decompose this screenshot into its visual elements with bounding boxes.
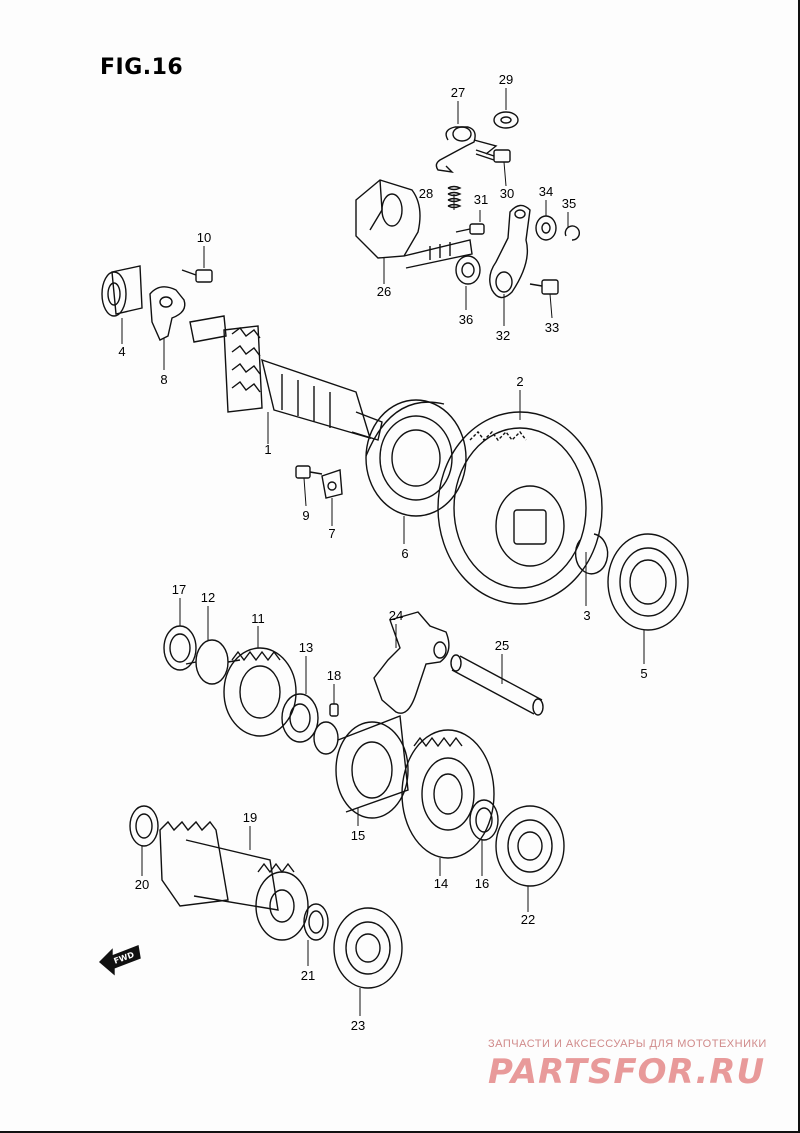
callout-13: 13 — [299, 640, 313, 655]
callout-15: 15 — [351, 828, 365, 843]
watermark-logo: PARTSFOR.RU — [488, 1052, 766, 1092]
washer-part-21 — [303, 903, 329, 941]
clip-part-35 — [564, 225, 580, 241]
callout-22: 22 — [521, 912, 535, 927]
callout-7: 7 — [328, 526, 335, 541]
lever-part-32 — [489, 204, 531, 299]
callout-10: 10 — [197, 230, 211, 245]
callout-20: 20 — [135, 877, 149, 892]
leader-lines — [121, 88, 645, 1016]
needle-bearing-part-4 — [101, 265, 143, 317]
bolt-part-30 — [475, 149, 511, 163]
figure-title: FIG.16 — [100, 55, 184, 80]
washer-part-16 — [469, 799, 499, 841]
bearing-part-5 — [607, 533, 689, 631]
callout-28-29: 29 — [499, 72, 513, 87]
callout-18: 18 — [327, 668, 341, 683]
callout-21: 21 — [301, 968, 315, 983]
shift-fork-part-24 — [373, 611, 450, 714]
callout-labels: 1 2 3 4 5 6 7 8 9 10 11 12 13 14 15 16 1… — [118, 72, 647, 1033]
bolt-part-33 — [529, 279, 559, 295]
callout-35: 35 — [562, 196, 576, 211]
callout-9: 9 — [302, 508, 309, 523]
callout-14: 14 — [434, 876, 448, 891]
callout-5: 5 — [640, 666, 647, 681]
callout-36: 36 — [459, 312, 473, 327]
washer-part-34 — [535, 215, 557, 241]
circlip-part-13b — [313, 721, 339, 755]
bearing-part-36 — [455, 255, 481, 285]
washer-part-29 — [493, 111, 519, 129]
pin-part-18 — [329, 703, 339, 717]
callout-27: 27 — [451, 85, 465, 100]
callout-23: 23 — [351, 1018, 365, 1033]
callout-30: 30 — [500, 186, 514, 201]
screw-part-31 — [455, 223, 485, 235]
shift-rod-part-25 — [450, 654, 544, 716]
callout-16: 16 — [475, 876, 489, 891]
bolt-part-9 — [295, 465, 323, 479]
callout-17: 17 — [172, 582, 186, 597]
gear-part-15 — [335, 715, 409, 819]
callout-11: 11 — [251, 611, 265, 626]
callout-1: 1 — [264, 442, 271, 457]
callout-8: 8 — [160, 372, 167, 387]
bearing-part-23 — [333, 907, 403, 989]
shift-lever-part-27 — [435, 126, 498, 173]
callout-3: 3 — [583, 608, 590, 623]
plate-part-7 — [321, 469, 343, 499]
callout-32: 32 — [496, 328, 510, 343]
callout-34: 34 — [539, 184, 553, 199]
gear-part-11 — [223, 647, 297, 737]
bushing-part-12 — [185, 639, 241, 685]
fwd-arrow-icon: FWD — [98, 945, 141, 976]
callout-2: 2 — [516, 374, 523, 389]
bearing-part-6 — [365, 399, 467, 517]
callout-26: 26 — [377, 284, 391, 299]
gear-part-2 — [437, 411, 603, 605]
spring-part-28 — [447, 185, 462, 209]
callout-28: 28 — [419, 186, 433, 201]
washer-part-20 — [129, 805, 159, 847]
callout-31: 31 — [474, 192, 488, 207]
driveshaft-part-19 — [159, 820, 309, 941]
callout-19: 19 — [243, 810, 257, 825]
callout-12: 12 — [201, 590, 215, 605]
bolt-part-10 — [181, 269, 213, 283]
bearing-retainer-part-8 — [149, 286, 186, 341]
callout-24: 24 — [389, 608, 403, 623]
washer-part-13 — [281, 693, 319, 743]
countershaft-part-1 — [189, 315, 383, 441]
shift-cam-part-26 — [355, 179, 473, 269]
circlip-part-3 — [574, 533, 609, 575]
callout-4: 4 — [118, 344, 125, 359]
watermark-tagline: ЗАПЧАСТИ И АКСЕССУАРЫ ДЛЯ МОТОТЕХНИКИ — [488, 1038, 767, 1050]
gear-part-14 — [401, 729, 495, 859]
callout-6: 6 — [401, 546, 408, 561]
callout-33: 33 — [545, 320, 559, 335]
callout-25: 25 — [495, 638, 509, 653]
bearing-part-22 — [495, 805, 565, 887]
